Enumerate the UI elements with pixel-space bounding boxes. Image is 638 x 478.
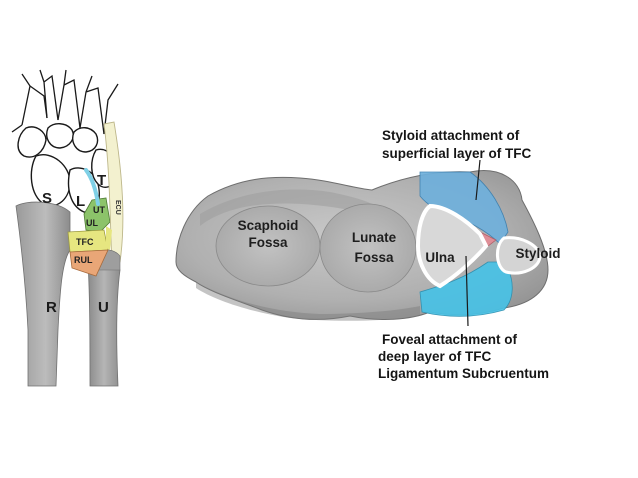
bottom-callout-line3: Ligamentum Subcruentum [378, 366, 549, 381]
ulna-head-outline [415, 203, 489, 289]
lunate-fossa-label-line2: Fossa [354, 250, 394, 265]
top-callout-line2: superficial layer of TFC [382, 146, 532, 161]
bottom-callout-line2: deep layer of TFC [378, 349, 492, 364]
triquetrum-label: T [97, 172, 106, 189]
specimen-shade-bottom [196, 282, 420, 321]
rul-label: RUL [74, 255, 93, 265]
bottom-callout-line1: Foveal attachment of [382, 332, 518, 347]
ecu-label: ECU [114, 200, 121, 215]
ulnar-accent [106, 226, 112, 250]
styloid-outline [496, 236, 542, 275]
ulna-letter-label: U [98, 299, 109, 316]
scaphoid-fossa-label-line1: Scaphoid [238, 218, 299, 233]
ut-label: UT [93, 205, 105, 215]
lunate-label: L [76, 193, 85, 210]
ulna-bone [87, 261, 121, 387]
lower-band [419, 261, 513, 317]
metacarpal-outlines [11, 69, 119, 135]
bottom-callout-leader [465, 255, 469, 327]
radius-label: R [46, 299, 57, 316]
lunate-fossa-label-line1: Lunate [352, 230, 397, 245]
specimen-view: Scaphoid Fossa Lunate Fossa Ulna Styloid… [175, 128, 561, 381]
scaphoid-fossa-label-line2: Fossa [248, 235, 288, 250]
ulna-structure-label: Ulna [425, 250, 455, 265]
top-callout-line1: Styloid attachment of [382, 128, 520, 143]
lunate-fossa [319, 203, 417, 293]
top-callout-leader [475, 159, 481, 201]
radius-bone [15, 201, 71, 387]
ul-label: UL [86, 218, 98, 228]
tfc-label: TFC [76, 237, 94, 247]
specimen-shade-top [200, 189, 372, 226]
scaphoid-label: S [42, 190, 52, 207]
wrist-schematic: S L T UT UL TFC RUL ECU R U [11, 69, 124, 387]
tendon-line [84, 168, 100, 206]
rul-region [69, 249, 109, 277]
styloid-label: Styloid [515, 246, 560, 261]
